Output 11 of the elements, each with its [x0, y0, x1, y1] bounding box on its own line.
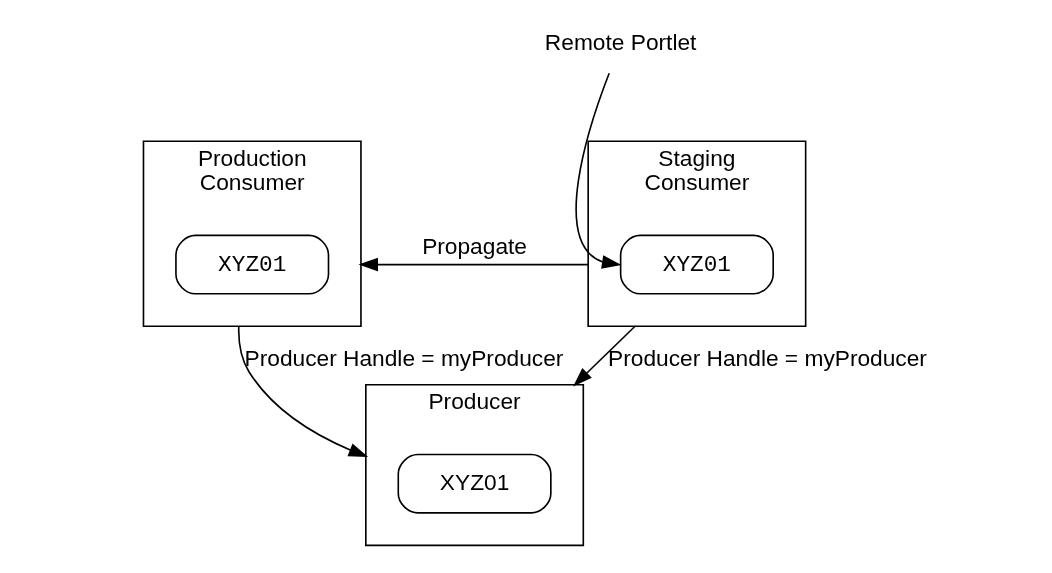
node-text: Remote Portlet — [544, 28, 696, 55]
node-box: XYZ01 — [396, 453, 552, 514]
arrow — [575, 72, 621, 269]
arrow — [358, 257, 589, 272]
node-box: XYZ01 — [174, 234, 329, 295]
edge-label: Producer Handle = myProducer — [244, 344, 563, 371]
edge-label: Propagate — [421, 232, 527, 259]
arrow — [572, 325, 636, 387]
edge-label: Producer Handle = myProducer — [607, 344, 927, 371]
arrow — [237, 325, 368, 458]
node-box: XYZ01 — [619, 234, 774, 295]
